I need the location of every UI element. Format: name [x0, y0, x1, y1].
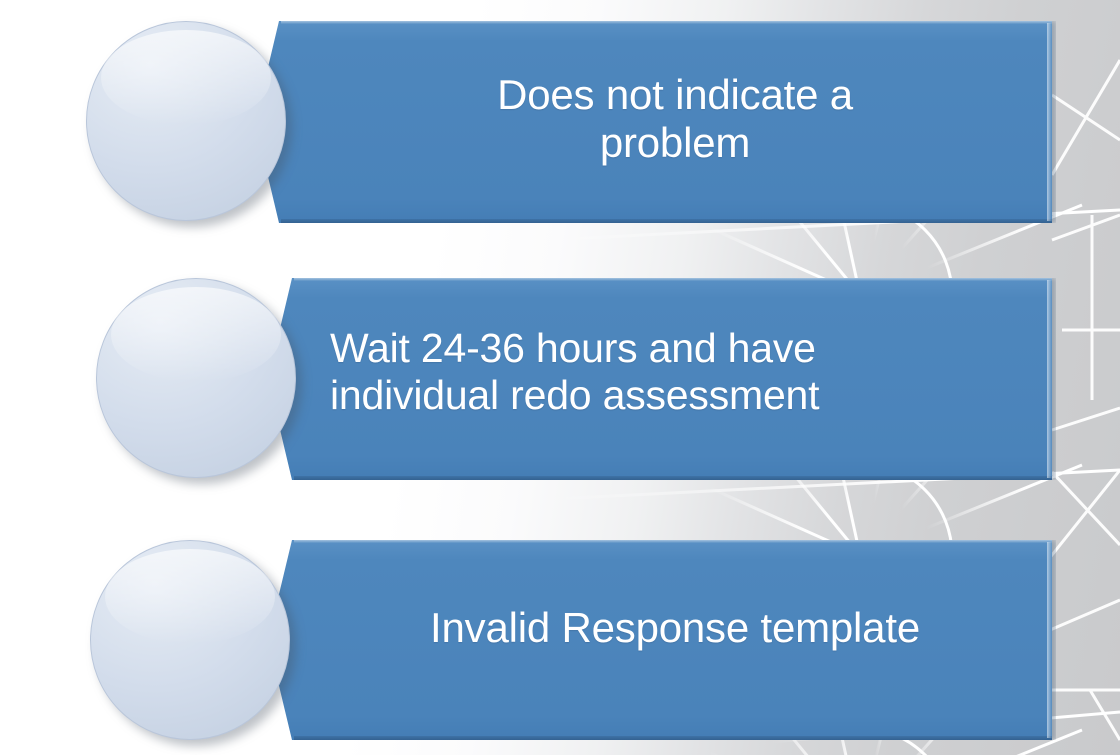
chevron-bar[interactable]: [268, 540, 1052, 740]
bar-right-bevel: [1047, 280, 1052, 478]
empty-circle-icon[interactable]: [90, 540, 290, 740]
circle-gloss: [110, 286, 282, 382]
list-item-label: Invalid Response template: [430, 604, 920, 651]
bar-top-bevel: [281, 21, 1052, 24]
list-item-label: Wait 24-36 hours and have individual red…: [330, 325, 820, 418]
bar-bottom-bevel: [294, 476, 1052, 480]
empty-circle-icon[interactable]: [86, 21, 286, 221]
list-item[interactable]: Invalid Response template: [0, 540, 1120, 746]
bar-bottom-bevel: [281, 219, 1052, 223]
bar-bottom-bevel: [294, 736, 1052, 740]
bar-right-bevel: [1047, 23, 1052, 221]
list-item[interactable]: Wait 24-36 hours and have individual red…: [0, 278, 1120, 484]
circle-gloss: [104, 548, 276, 644]
chevron-bar[interactable]: [255, 21, 1052, 223]
empty-circle-icon[interactable]: [96, 278, 296, 478]
circle-gloss: [100, 29, 272, 125]
chevron-bar[interactable]: [268, 278, 1052, 480]
list-item-label: Does not indicate a problem: [497, 71, 853, 166]
bar-top-bevel: [294, 540, 1052, 543]
bar-top-bevel: [294, 278, 1052, 281]
bar-right-bevel: [1047, 542, 1052, 738]
list-item[interactable]: Does not indicate a problem: [0, 21, 1120, 227]
